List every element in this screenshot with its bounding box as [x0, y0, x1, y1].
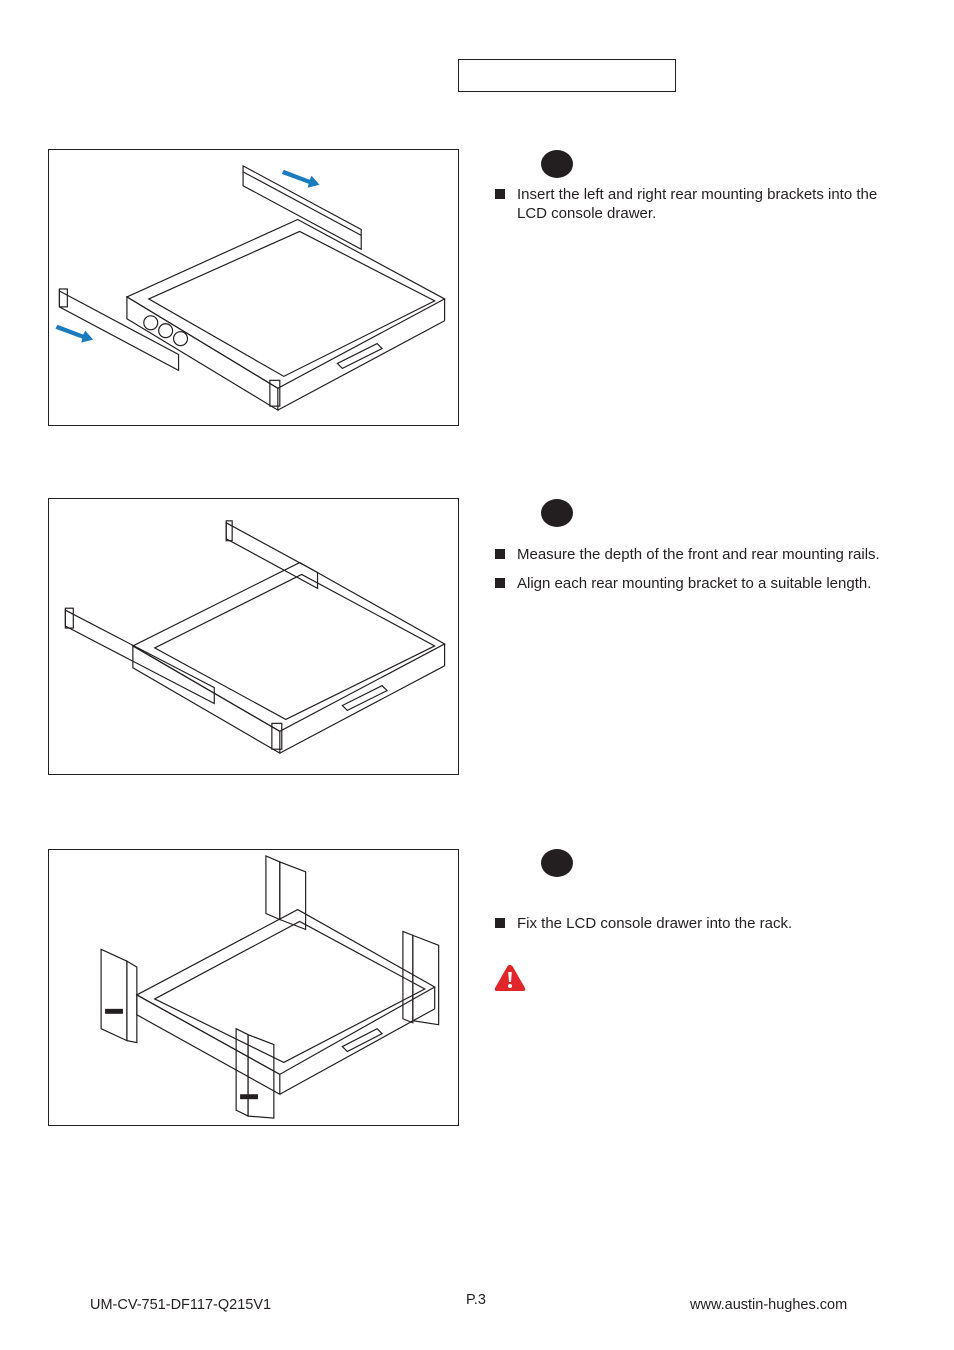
step-2-bullet-2: Align each rear mounting bracket to a su… — [495, 574, 915, 593]
warning-icon — [494, 965, 526, 991]
figure-step-1 — [48, 149, 459, 426]
step-number-dot-1 — [541, 150, 573, 178]
figure-step-3 — [48, 849, 459, 1126]
arrow-icon — [55, 169, 320, 343]
bullet-square-icon — [495, 549, 505, 559]
step-3-bullet-1: Fix the LCD console drawer into the rack… — [495, 914, 915, 933]
figure-step-2 — [48, 498, 459, 775]
step-3-text-1: Fix the LCD console drawer into the rack… — [517, 915, 793, 932]
footer-doc-code: UM-CV-751-DF117-Q215V1 — [90, 1297, 272, 1313]
bullet-square-icon — [495, 189, 505, 199]
footer-website-link[interactable]: www.austin-hughes.com — [690, 1297, 848, 1313]
drawer-bracket-align-illustration — [64, 520, 446, 755]
bullet-square-icon — [495, 578, 505, 588]
section-title-box — [458, 59, 676, 92]
step-2-text-2: Align each rear mounting bracket to a su… — [517, 575, 872, 592]
step-2-bullet-1: Measure the depth of the front and rear … — [495, 545, 915, 564]
step-number-dot-3 — [541, 849, 573, 877]
step-1-text-1: Insert the left and right rear mounting … — [517, 186, 878, 222]
drawer-bracket-insert-illustration — [55, 164, 446, 412]
bullet-square-icon — [495, 918, 505, 928]
step-2-text-1: Measure the depth of the front and rear … — [517, 546, 880, 563]
step-number-dot-2 — [541, 499, 573, 527]
footer-page-number: P.3 — [466, 1292, 486, 1308]
step-1-bullet-1: Insert the left and right rear mounting … — [495, 185, 915, 223]
drawer-in-rack-illustration — [100, 855, 440, 1119]
